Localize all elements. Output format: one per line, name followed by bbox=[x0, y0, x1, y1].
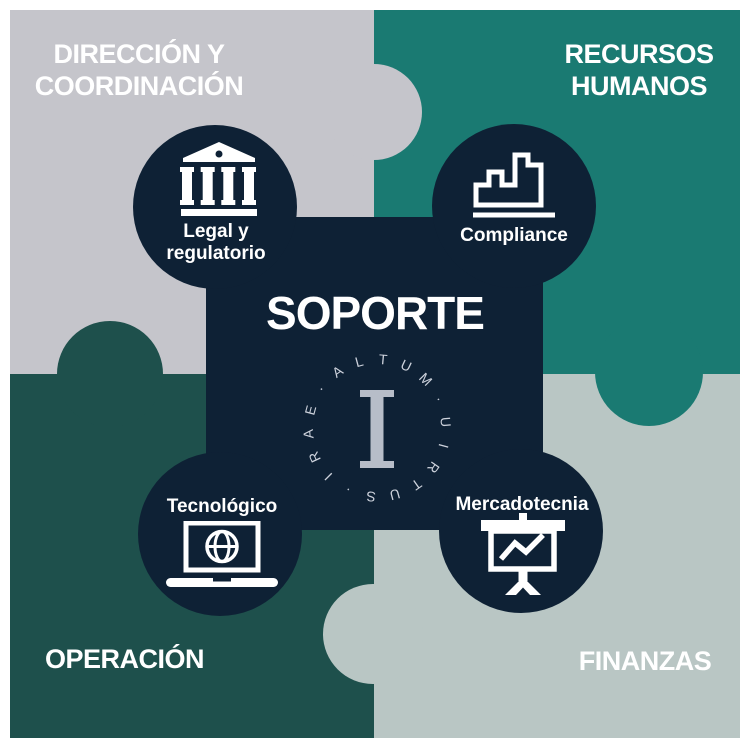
node-label-tecnologico: Tecnológico bbox=[166, 496, 278, 517]
svg-text:I: I bbox=[435, 442, 451, 450]
svg-text:T: T bbox=[408, 476, 425, 494]
logo-monogram-i bbox=[360, 390, 394, 468]
svg-text:·: · bbox=[431, 393, 447, 404]
node-label-mercadotecnia: Mercadotecnia bbox=[455, 494, 589, 515]
node-label-compliance: Compliance bbox=[460, 225, 568, 246]
laptop-globe-icon bbox=[166, 521, 278, 587]
puzzle-knob-dark-teal bbox=[57, 321, 163, 427]
bank-icon bbox=[180, 142, 257, 216]
svg-text:M: M bbox=[416, 369, 436, 389]
puzzle-knob-light bbox=[323, 584, 423, 684]
svg-text:I: I bbox=[321, 470, 335, 484]
presentation-chart-icon bbox=[481, 513, 565, 595]
svg-text:S: S bbox=[366, 488, 377, 505]
quadrant-title-recursos-line2: HUMANOS bbox=[571, 71, 708, 101]
svg-text:T: T bbox=[378, 351, 388, 368]
svg-text:·: · bbox=[342, 482, 353, 498]
quadrant-title-operacion: OPERACIÓN bbox=[45, 644, 205, 674]
puzzle-knob-gray bbox=[326, 64, 422, 160]
quadrant-title-direccion: DIRECCIÓN Y COORDINACIÓN bbox=[35, 38, 244, 102]
svg-text:R: R bbox=[305, 449, 324, 465]
svg-text:U: U bbox=[388, 486, 402, 504]
node-label-legal-line2: regulatorio bbox=[166, 243, 266, 264]
quadrant-title-direccion-line2: COORDINACIÓN bbox=[34, 71, 244, 101]
puzzle-knob-teal bbox=[595, 318, 703, 426]
svg-text:L: L bbox=[353, 353, 365, 371]
bar-chart-icon bbox=[473, 152, 555, 218]
svg-text:E: E bbox=[301, 404, 319, 417]
node-label-legal: Legal y regulatorio bbox=[166, 221, 265, 265]
quadrant-title-finanzas: FINANZAS bbox=[578, 646, 712, 676]
center-title: SOPORTE bbox=[266, 287, 485, 339]
svg-text:A: A bbox=[329, 362, 346, 381]
svg-text:U: U bbox=[398, 356, 414, 375]
svg-text:R: R bbox=[424, 459, 443, 476]
quadrant-title-recursos-line1: RECURSOS bbox=[564, 39, 714, 69]
svg-text:U: U bbox=[437, 416, 454, 427]
node-label-legal-line1: Legal y bbox=[183, 221, 249, 242]
svg-text:A: A bbox=[300, 428, 317, 439]
quadrant-title-recursos: RECURSOS HUMANOS bbox=[564, 38, 714, 102]
svg-text:·: · bbox=[313, 382, 329, 395]
quadrant-title-direccion-line1: DIRECCIÓN Y bbox=[53, 39, 225, 69]
